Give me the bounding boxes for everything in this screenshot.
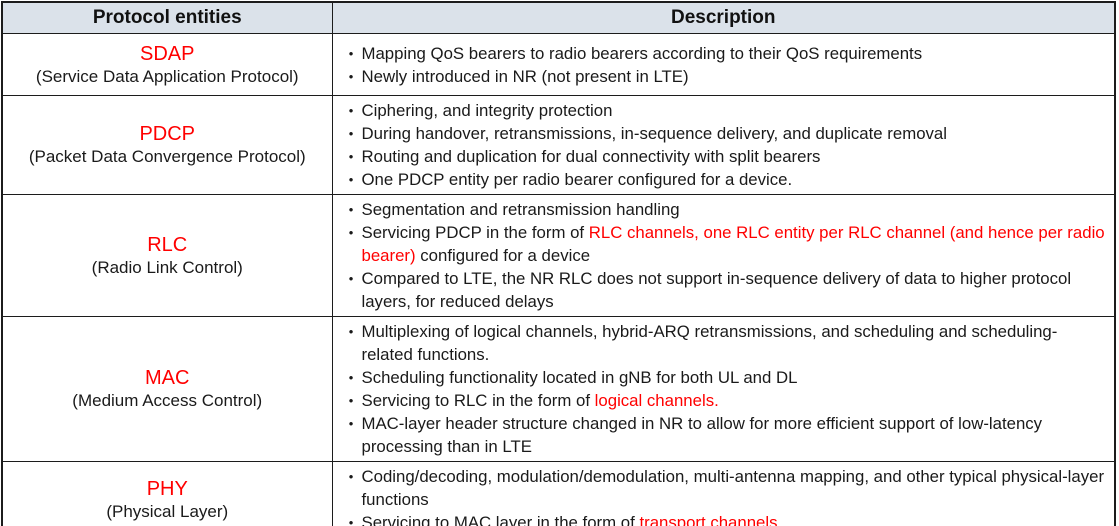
table-row: MAC (Medium Access Control) • Multiplexing …	[1, 316, 1116, 462]
plain-text: Segmentation and retransmission handling	[361, 200, 680, 219]
plain-text: MAC-layer header structure changed in NR…	[361, 414, 1043, 456]
header-protocol-entities: Protocol entities	[1, 1, 333, 34]
plain-text: Servicing to RLC in the form of	[361, 391, 595, 410]
plain-text: Routing and duplication for dual connect…	[361, 147, 821, 166]
description-cell: • Mapping QoS bearers to radio bearers ac…	[331, 33, 1116, 96]
bullet-icon: •	[348, 515, 354, 526]
table-row: PDCP (Packet Data Convergence Protocol) • C…	[1, 95, 1116, 195]
table-row: RLC(Radio Link Control) • Segmentation and…	[1, 194, 1116, 317]
bullet-item: • During handover, retransmissions, in-se…	[341, 122, 1107, 145]
plain-text: Scheduling functionality located in gNB …	[361, 368, 798, 387]
plain-text: One PDCP entity per radio bearer configu…	[361, 170, 793, 189]
bullet-icon: •	[348, 45, 354, 61]
highlighted-text: RLC channels, one RLC entity per RLC cha…	[361, 223, 1105, 265]
bullet-icon: •	[348, 469, 354, 484]
entity-full-name: (Radio Link Control)	[91, 257, 243, 277]
bullet-icon: •	[348, 172, 354, 187]
bullet-list: • Coding/decoding, modulation/demodulatio…	[341, 465, 1107, 526]
bullet-list: • Ciphering, and integrity protection • Dur…	[341, 99, 1107, 191]
bullet-text: One PDCP entity per radio bearer configu…	[362, 168, 1107, 191]
bullet-text: Servicing PDCP in the form of RLC channe…	[362, 221, 1107, 267]
plain-text: Servicing to MAC layer in the form of	[361, 513, 640, 526]
bullet-item: • One PDCP entity per radio bearer config…	[341, 168, 1107, 191]
bullet-icon: •	[348, 103, 354, 118]
bullet-item: • Coding/decoding, modulation/demodulatio…	[341, 465, 1107, 511]
entity-cell: PHY(Physical Layer)	[1, 461, 333, 526]
bullet-list: • Multiplexing of logical channels, hybri…	[341, 320, 1107, 458]
table-row: PHY(Physical Layer) • Coding/decoding, mod…	[1, 461, 1116, 526]
bullet-item: • Newly introduced in NR (not present in …	[341, 65, 1107, 88]
entity-abbreviation: PHY	[146, 477, 188, 500]
bullet-item: • Compared to LTE, the NR RLC does not su…	[341, 267, 1107, 313]
plain-text: Compared to LTE, the NR RLC does not sup…	[361, 269, 1072, 311]
bullet-item: • Segmentation and retransmission handlin…	[341, 198, 1107, 221]
description-cell: • Ciphering, and integrity protection • Dur…	[331, 95, 1116, 195]
highlighted-text: transport channels	[639, 513, 778, 526]
bullet-list: • Segmentation and retransmission handlin…	[341, 198, 1107, 313]
description-cell: • Segmentation and retransmission handlin…	[331, 194, 1116, 317]
plain-text: Ciphering, and integrity protection	[361, 101, 613, 120]
table-body: SDAP(Service Data Application Protocol) •…	[1, 33, 1116, 526]
bullet-icon: •	[348, 225, 354, 240]
bullet-item: • Servicing to RLC in the form of logical…	[341, 389, 1107, 412]
bullet-list: • Mapping QoS bearers to radio bearers ac…	[341, 42, 1107, 88]
bullet-item: • Mapping QoS bearers to radio bearers ac…	[341, 42, 1107, 65]
entity-abbreviation: PDCP	[139, 123, 196, 145]
header-description: Description	[331, 1, 1116, 34]
bullet-item: • Ciphering, and integrity protection	[341, 99, 1107, 122]
bullet-icon: •	[348, 271, 354, 286]
bullet-icon: •	[348, 202, 354, 217]
bullet-item: • MAC-layer header structure changed in N…	[341, 412, 1107, 458]
bullet-text: Routing and duplication for dual connect…	[362, 145, 1107, 168]
bullet-text: Mapping QoS bearers to radio bearers acc…	[362, 42, 1107, 65]
bullet-icon: •	[348, 149, 354, 164]
bullet-text: Servicing to RLC in the form of logical …	[362, 389, 1107, 412]
bullet-text: MAC-layer header structure changed in NR…	[362, 412, 1107, 458]
bullet-text: Newly introduced in NR (not present in L…	[362, 65, 1107, 88]
plain-text: Multiplexing of logical channels, hybrid…	[361, 322, 1058, 364]
header-row: Protocol entities Description	[1, 1, 1116, 34]
bullet-item: • Multiplexing of logical channels, hybri…	[341, 320, 1107, 366]
table-row: SDAP(Service Data Application Protocol) •…	[1, 33, 1116, 96]
bullet-text: Servicing to MAC layer in the form of tr…	[362, 511, 1107, 526]
bullet-text: During handover, retransmissions, in-seq…	[362, 122, 1107, 145]
plain-text: Newly introduced in NR (not present in L…	[361, 66, 689, 86]
entity-cell: SDAP(Service Data Application Protocol)	[1, 33, 333, 96]
plain-text: During handover, retransmissions, in-seq…	[361, 124, 947, 143]
bullet-item: • Routing and duplication for dual connec…	[341, 145, 1107, 168]
entity-full-name: (Physical Layer)	[106, 501, 229, 521]
bullet-item: • Scheduling functionality located in gNB…	[341, 366, 1107, 389]
entity-cell: RLC(Radio Link Control)	[1, 194, 333, 317]
bullet-icon: •	[348, 416, 354, 431]
bullet-item: • Servicing PDCP in the form of RLC chann…	[341, 221, 1107, 267]
plain-text: Servicing PDCP in the form of	[361, 223, 589, 242]
entity-full-name: (Medium Access Control)	[72, 391, 263, 410]
plain-text: Coding/decoding, modulation/demodulation…	[361, 467, 1105, 509]
entity-abbreviation: RLC	[147, 233, 188, 256]
highlighted-text: logical channels.	[594, 391, 719, 410]
bullet-icon: •	[348, 68, 354, 84]
entity-cell: PDCP (Packet Data Convergence Protocol)	[1, 95, 333, 195]
description-cell: • Multiplexing of logical channels, hybri…	[331, 316, 1116, 462]
bullet-item: • Servicing to MAC layer in the form of t…	[341, 511, 1107, 526]
bullet-text: Coding/decoding, modulation/demodulation…	[362, 465, 1107, 511]
description-cell: • Coding/decoding, modulation/demodulatio…	[331, 461, 1116, 526]
entity-cell: MAC (Medium Access Control)	[1, 316, 333, 462]
plain-text: Mapping QoS bearers to radio bearers acc…	[361, 43, 923, 63]
bullet-text: Ciphering, and integrity protection	[362, 99, 1107, 122]
entity-full-name: (Service Data Application Protocol)	[35, 66, 299, 86]
bullet-text: Segmentation and retransmission handling	[362, 198, 1107, 221]
plain-text: configured for a device	[415, 246, 591, 265]
bullet-icon: •	[348, 370, 354, 385]
bullet-text: Scheduling functionality located in gNB …	[362, 366, 1107, 389]
bullet-icon: •	[348, 126, 354, 141]
bullet-text: Multiplexing of logical channels, hybrid…	[362, 320, 1107, 366]
entity-full-name: (Packet Data Convergence Protocol)	[28, 147, 306, 166]
entity-abbreviation: MAC	[145, 367, 190, 389]
entity-abbreviation: SDAP	[140, 42, 195, 65]
bullet-icon: •	[348, 393, 354, 408]
bullet-icon: •	[348, 324, 354, 339]
bullet-text: Compared to LTE, the NR RLC does not sup…	[362, 267, 1107, 313]
